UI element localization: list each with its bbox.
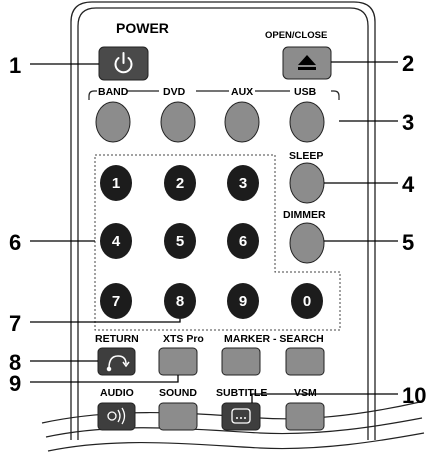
aux-label: AUX [231, 86, 253, 98]
xts-pro-button[interactable] [158, 347, 198, 376]
digit-button-2[interactable]: 2 [164, 165, 196, 201]
digit-button-1[interactable]: 1 [100, 165, 132, 201]
digit-button-0[interactable]: 0 [291, 283, 323, 319]
remote-body [70, 1, 376, 440]
subtitle-icon [231, 408, 251, 424]
digit-button-8[interactable]: 8 [164, 283, 196, 319]
return-arrow-icon [106, 355, 130, 372]
power-icon [114, 52, 133, 74]
keypad-region-outline [94, 154, 341, 331]
power-button[interactable] [98, 46, 149, 81]
digit-button-3[interactable]: 3 [227, 165, 259, 201]
power-label: POWER [116, 20, 169, 36]
sound-label: SOUND [159, 387, 197, 399]
digit-button-9[interactable]: 9 [227, 283, 259, 319]
callout-10: 10 [402, 383, 426, 408]
usb-button[interactable] [289, 101, 325, 143]
dvd-label: DVD [163, 86, 186, 98]
eject-icon [298, 55, 316, 70]
aux-button[interactable] [224, 101, 260, 143]
digit-label: 4 [112, 233, 121, 250]
marker-search-label: MARKER - SEARCH [224, 333, 324, 345]
callout-4: 4 [402, 172, 415, 197]
callout-8: 8 [9, 350, 21, 375]
open-close-button[interactable] [282, 46, 332, 80]
callout-5: 5 [402, 230, 414, 255]
subtitle-button[interactable] [221, 402, 261, 431]
digit-label: 1 [112, 175, 120, 192]
digit-label: 8 [176, 293, 184, 310]
callout-lines [30, 61, 398, 403]
callout-2: 2 [402, 51, 414, 76]
digit-label: 7 [112, 293, 120, 310]
callout-6: 6 [9, 230, 21, 255]
usb-label: USB [294, 86, 317, 98]
vsm-button[interactable] [285, 402, 325, 431]
return-button[interactable] [97, 347, 136, 376]
sleep-button[interactable] [289, 162, 325, 204]
subtitle-label: SUBTITLE [216, 387, 267, 399]
audio-button[interactable] [97, 402, 136, 431]
marker-button[interactable] [221, 347, 261, 376]
source-bracket [88, 90, 340, 100]
band-label: BAND [98, 86, 129, 98]
sleep-label: SLEEP [289, 150, 323, 162]
callout-7: 7 [9, 311, 21, 336]
digit-button-5[interactable]: 5 [164, 223, 196, 259]
search-button[interactable] [285, 347, 325, 376]
digit-label: 3 [239, 175, 247, 192]
digit-label: 0 [303, 293, 311, 310]
dvd-button[interactable] [160, 101, 196, 143]
callout-3: 3 [402, 110, 414, 135]
callout-9: 9 [9, 371, 21, 396]
band-button[interactable] [95, 101, 131, 143]
digit-label: 2 [176, 175, 184, 192]
xts-pro-label: XTS Pro [163, 333, 204, 345]
vsm-label: VSM [294, 387, 317, 399]
digit-button-4[interactable]: 4 [100, 223, 132, 259]
callout-1: 1 [9, 53, 21, 78]
sound-button[interactable] [158, 402, 198, 431]
sound-waves-icon [107, 407, 126, 425]
digit-label: 5 [176, 233, 184, 250]
digit-button-7[interactable]: 7 [100, 283, 132, 319]
dimmer-button[interactable] [289, 222, 325, 264]
digit-button-6[interactable]: 6 [227, 223, 259, 259]
digit-label: 9 [239, 293, 247, 310]
dimmer-label: DIMMER [283, 209, 326, 221]
open-close-label: OPEN/CLOSE [265, 30, 327, 41]
audio-label: AUDIO [100, 387, 134, 399]
return-label: RETURN [95, 333, 139, 345]
digit-label: 6 [239, 233, 247, 250]
